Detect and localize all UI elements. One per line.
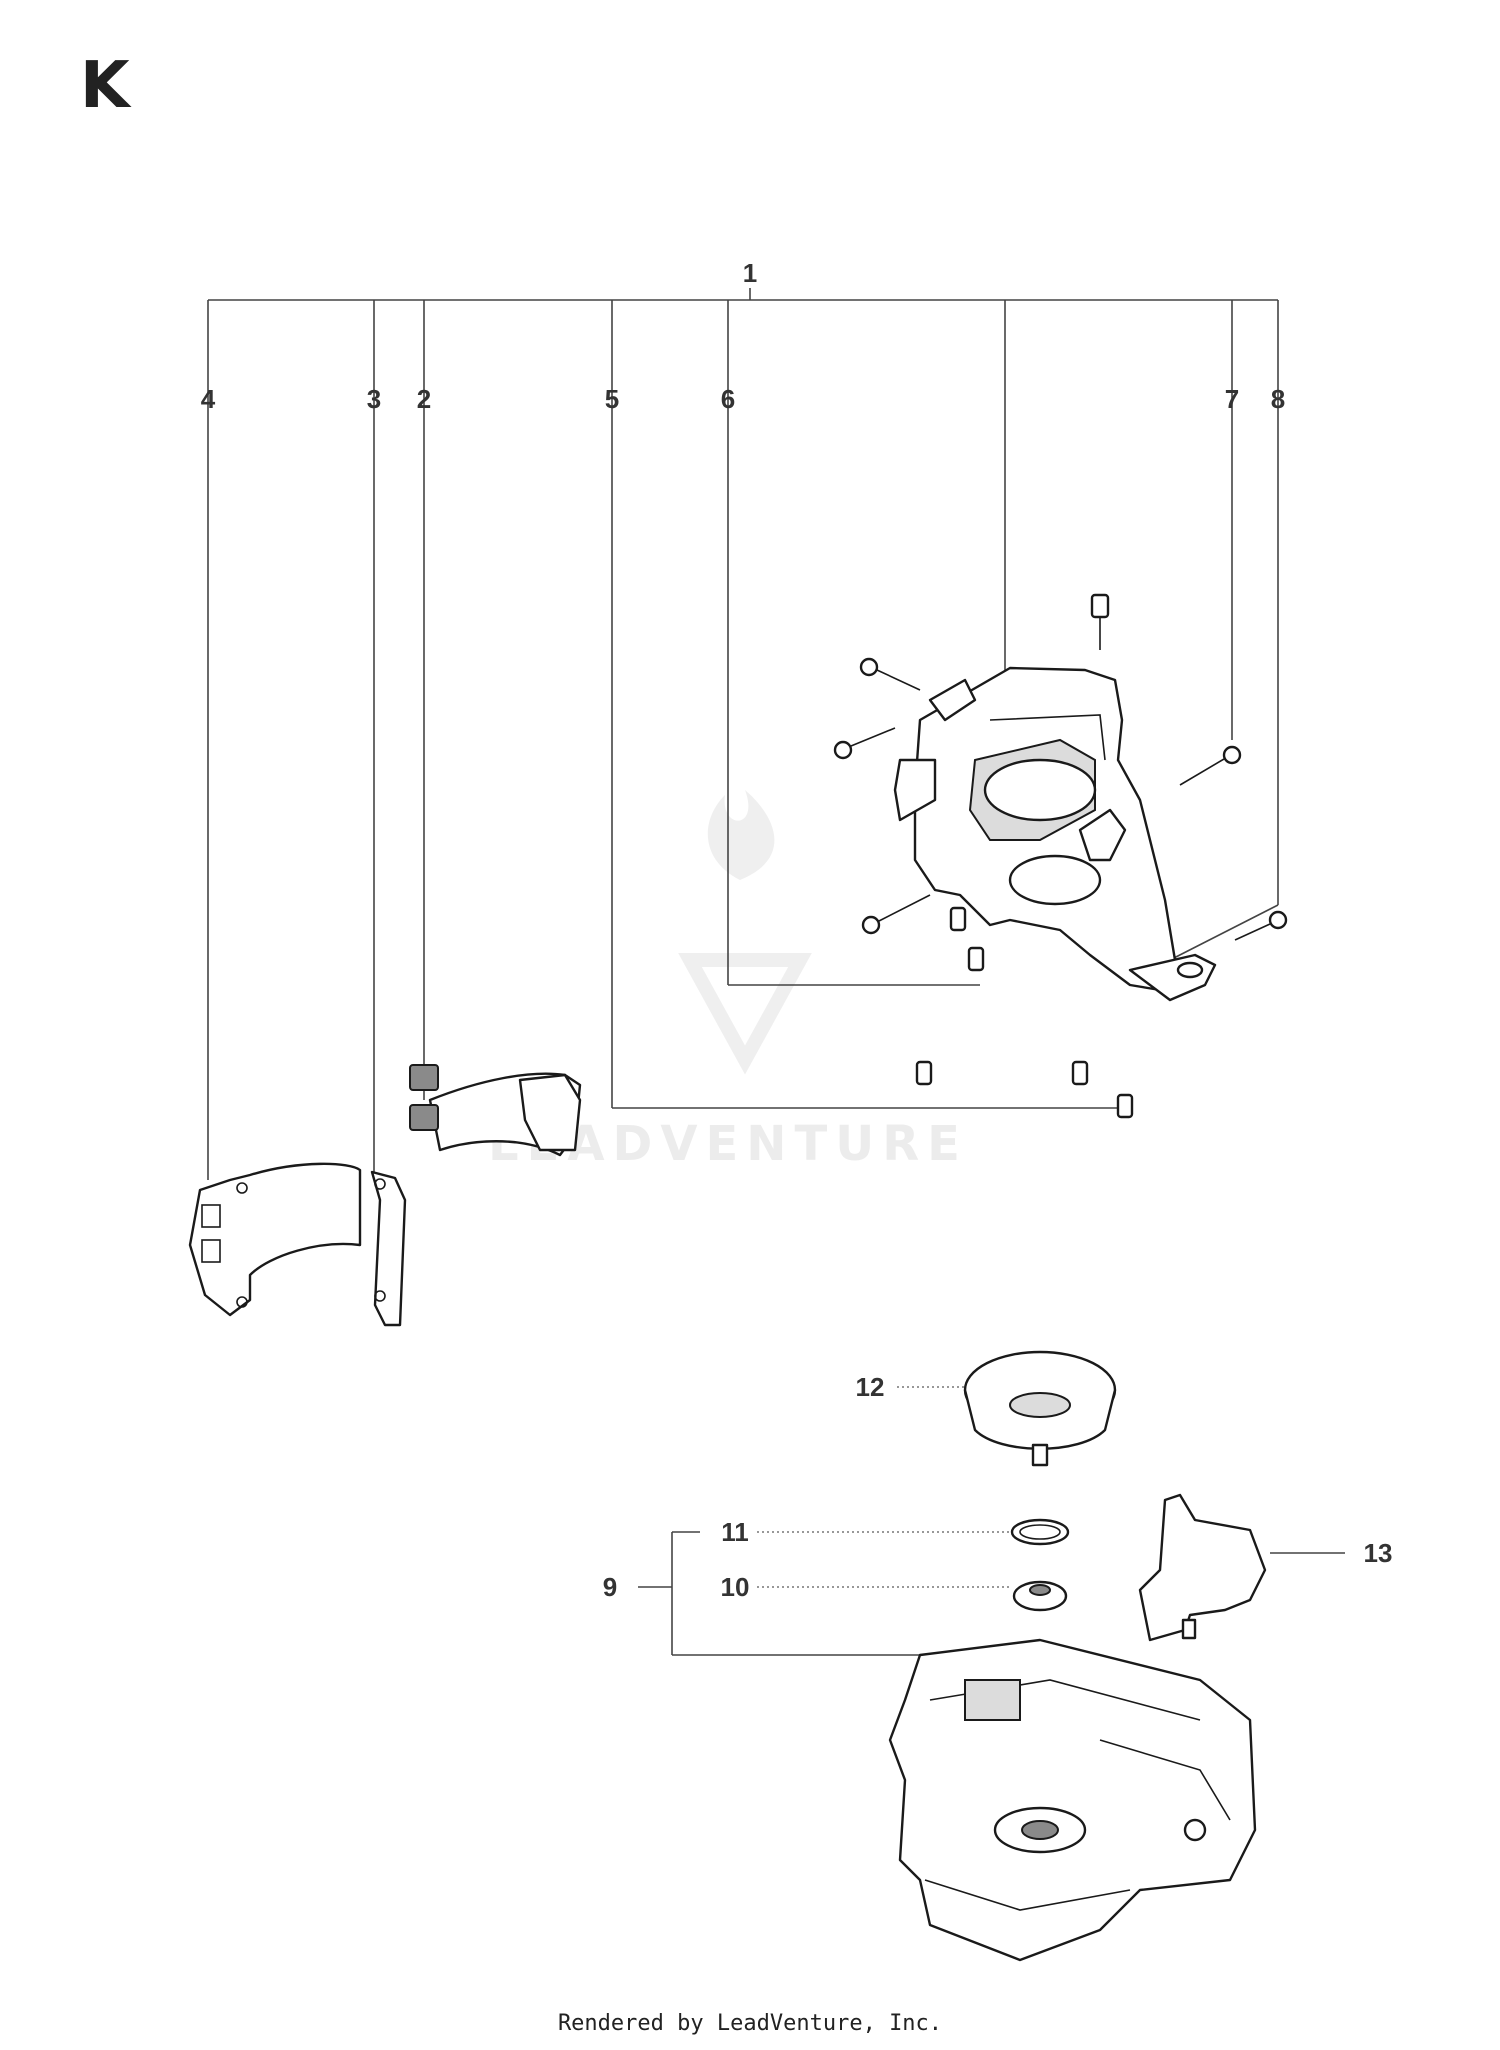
callout-6: 6 (721, 384, 735, 414)
bearing (1012, 1580, 1068, 1612)
callout-8: 8 (1271, 384, 1285, 414)
screw-top (1090, 593, 1110, 650)
screw-left-3 (861, 894, 931, 935)
callout-10: 10 (721, 1572, 750, 1602)
screw-left-2 (833, 727, 896, 760)
screw-right-7 (1179, 745, 1242, 786)
callout-7: 7 (1225, 384, 1239, 414)
callout-4: 4 (201, 384, 216, 414)
crankcase-housing (888, 1638, 1257, 1962)
callout-9: 9 (603, 1572, 617, 1602)
callout-5: 5 (605, 384, 619, 414)
callout-13: 13 (1364, 1538, 1393, 1568)
callout-12: 12 (856, 1372, 885, 1402)
screw-right-8 (1234, 910, 1288, 941)
leader-lines-bottom (638, 1386, 1345, 1656)
section-letter: K (80, 49, 132, 123)
leader-lines-top (207, 288, 1279, 1180)
screw-bottom-2 (967, 946, 985, 972)
callout-11: 11 (721, 1517, 749, 1547)
callout-3: 3 (367, 384, 381, 414)
screw-bottom-5 (1116, 1093, 1134, 1119)
gasket-3 (370, 1170, 407, 1327)
bracket-screws (833, 593, 1288, 1119)
engine-bracket (893, 666, 1217, 1002)
footer-credit: Rendered by LeadVenture, Inc. (558, 2011, 942, 2036)
callout-1: 1 (743, 258, 757, 288)
screw-bottom-1 (949, 906, 967, 932)
callout-2: 2 (417, 384, 431, 414)
cover-plate (1138, 1493, 1267, 1642)
clutch-drum (963, 1350, 1117, 1467)
screw-bottom-4 (1071, 1060, 1089, 1086)
screw-bottom-3 (915, 1060, 933, 1086)
gasket-4 (188, 1162, 362, 1317)
screw-left-1 (859, 657, 921, 691)
callout-labels: 1 2 3 4 5 6 7 8 9 10 11 12 13 (201, 258, 1393, 1602)
intake-adapter (409, 1064, 582, 1157)
snap-ring (1010, 1518, 1070, 1546)
